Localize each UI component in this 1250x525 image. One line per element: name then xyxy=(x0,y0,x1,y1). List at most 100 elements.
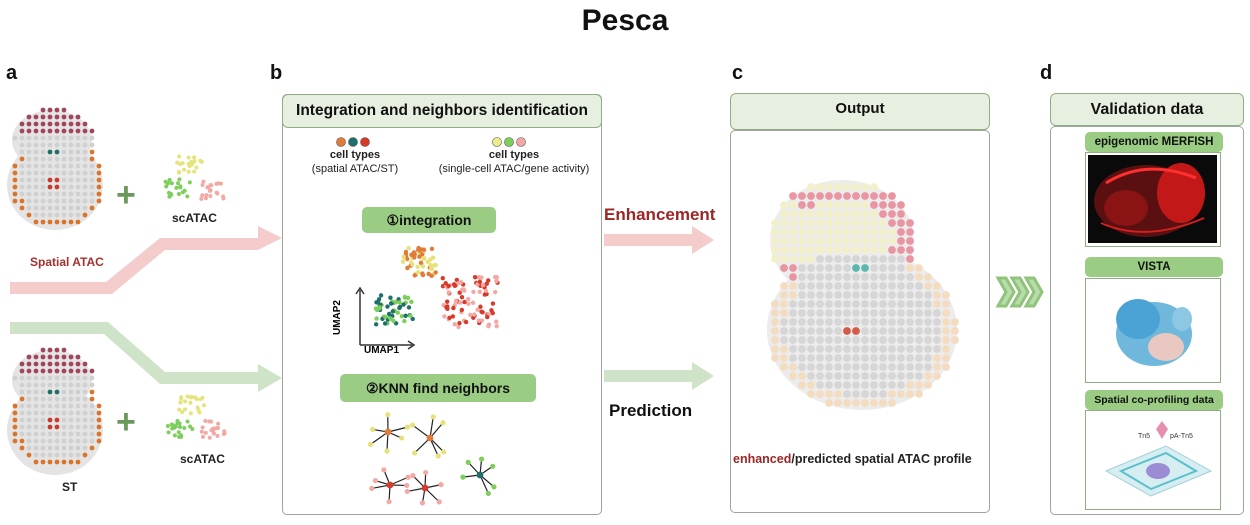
spot xyxy=(816,237,824,245)
spot xyxy=(816,354,824,362)
spot xyxy=(75,438,81,444)
spot xyxy=(485,314,490,320)
spot xyxy=(33,431,39,437)
spot xyxy=(834,210,842,218)
spot xyxy=(75,368,81,374)
spot xyxy=(75,361,81,367)
spot xyxy=(888,210,896,218)
spot xyxy=(834,390,842,398)
spot xyxy=(816,282,824,290)
plus-sign-top: + xyxy=(116,176,136,214)
spot xyxy=(204,193,209,198)
spot xyxy=(870,381,878,389)
spot xyxy=(834,228,842,236)
spot xyxy=(33,212,39,218)
knn-neighbor xyxy=(367,441,374,447)
spot xyxy=(26,382,32,388)
spot xyxy=(897,309,905,317)
spot xyxy=(789,264,797,272)
spot xyxy=(843,210,851,218)
spot xyxy=(406,305,412,310)
spot xyxy=(33,205,39,211)
spot xyxy=(180,161,185,166)
spatial-atac-spots xyxy=(12,107,102,225)
spot xyxy=(33,382,39,388)
spot xyxy=(75,191,81,197)
spot xyxy=(47,452,53,458)
spot xyxy=(825,390,833,398)
spot xyxy=(852,381,860,389)
spot xyxy=(852,354,860,362)
spot xyxy=(807,246,815,254)
spot xyxy=(385,304,390,309)
spot xyxy=(470,300,476,305)
spot xyxy=(825,381,833,389)
spot xyxy=(897,273,905,281)
spot xyxy=(780,219,788,227)
spot xyxy=(780,237,788,245)
spot xyxy=(382,321,388,326)
spot xyxy=(888,291,896,299)
spot xyxy=(861,318,869,326)
spot xyxy=(33,149,39,155)
knn-neighbor xyxy=(430,414,436,420)
spot xyxy=(861,300,869,308)
spot xyxy=(933,354,941,362)
spot xyxy=(421,247,427,252)
spot xyxy=(789,246,797,254)
spot xyxy=(816,318,824,326)
spot xyxy=(196,408,201,413)
spot xyxy=(68,445,74,451)
spot xyxy=(19,382,25,388)
spot xyxy=(400,259,406,264)
spot xyxy=(402,318,407,324)
spot xyxy=(177,154,182,159)
spot xyxy=(483,288,489,294)
tn5-label: Tn5 xyxy=(1138,433,1151,440)
spot xyxy=(68,375,74,381)
spot xyxy=(54,445,60,451)
spot xyxy=(825,219,833,227)
spot xyxy=(807,291,815,299)
spot xyxy=(807,192,815,200)
spot xyxy=(861,255,869,263)
spot xyxy=(405,265,410,271)
spot xyxy=(789,237,797,245)
knn-neighbor xyxy=(419,500,426,506)
spot xyxy=(40,438,46,444)
spot xyxy=(870,291,878,299)
spot xyxy=(199,429,204,434)
spot xyxy=(12,170,18,176)
spot xyxy=(33,156,39,162)
spot xyxy=(176,430,181,435)
spot xyxy=(816,345,824,353)
spot xyxy=(807,390,815,398)
spot xyxy=(906,327,914,335)
legend-left-line2: (spatial ATAC/ST) xyxy=(311,163,399,175)
spot xyxy=(897,282,905,290)
spot xyxy=(852,201,860,209)
spot xyxy=(870,309,878,317)
spot xyxy=(187,180,192,185)
spot xyxy=(798,192,806,200)
spot xyxy=(798,210,806,218)
spot xyxy=(416,245,421,251)
spot xyxy=(789,363,797,371)
spot xyxy=(897,255,905,263)
spot xyxy=(834,381,842,389)
spot xyxy=(816,273,824,281)
spot xyxy=(807,300,815,308)
spot xyxy=(178,185,183,190)
spot xyxy=(789,282,797,290)
spot xyxy=(47,354,53,360)
spot xyxy=(68,410,74,416)
spot xyxy=(40,354,46,360)
spot xyxy=(61,142,67,148)
spot xyxy=(40,368,46,374)
spot xyxy=(61,424,67,430)
spot xyxy=(54,156,60,162)
spot xyxy=(798,363,806,371)
spot xyxy=(68,205,74,211)
spot xyxy=(446,290,451,295)
spot xyxy=(915,363,923,371)
